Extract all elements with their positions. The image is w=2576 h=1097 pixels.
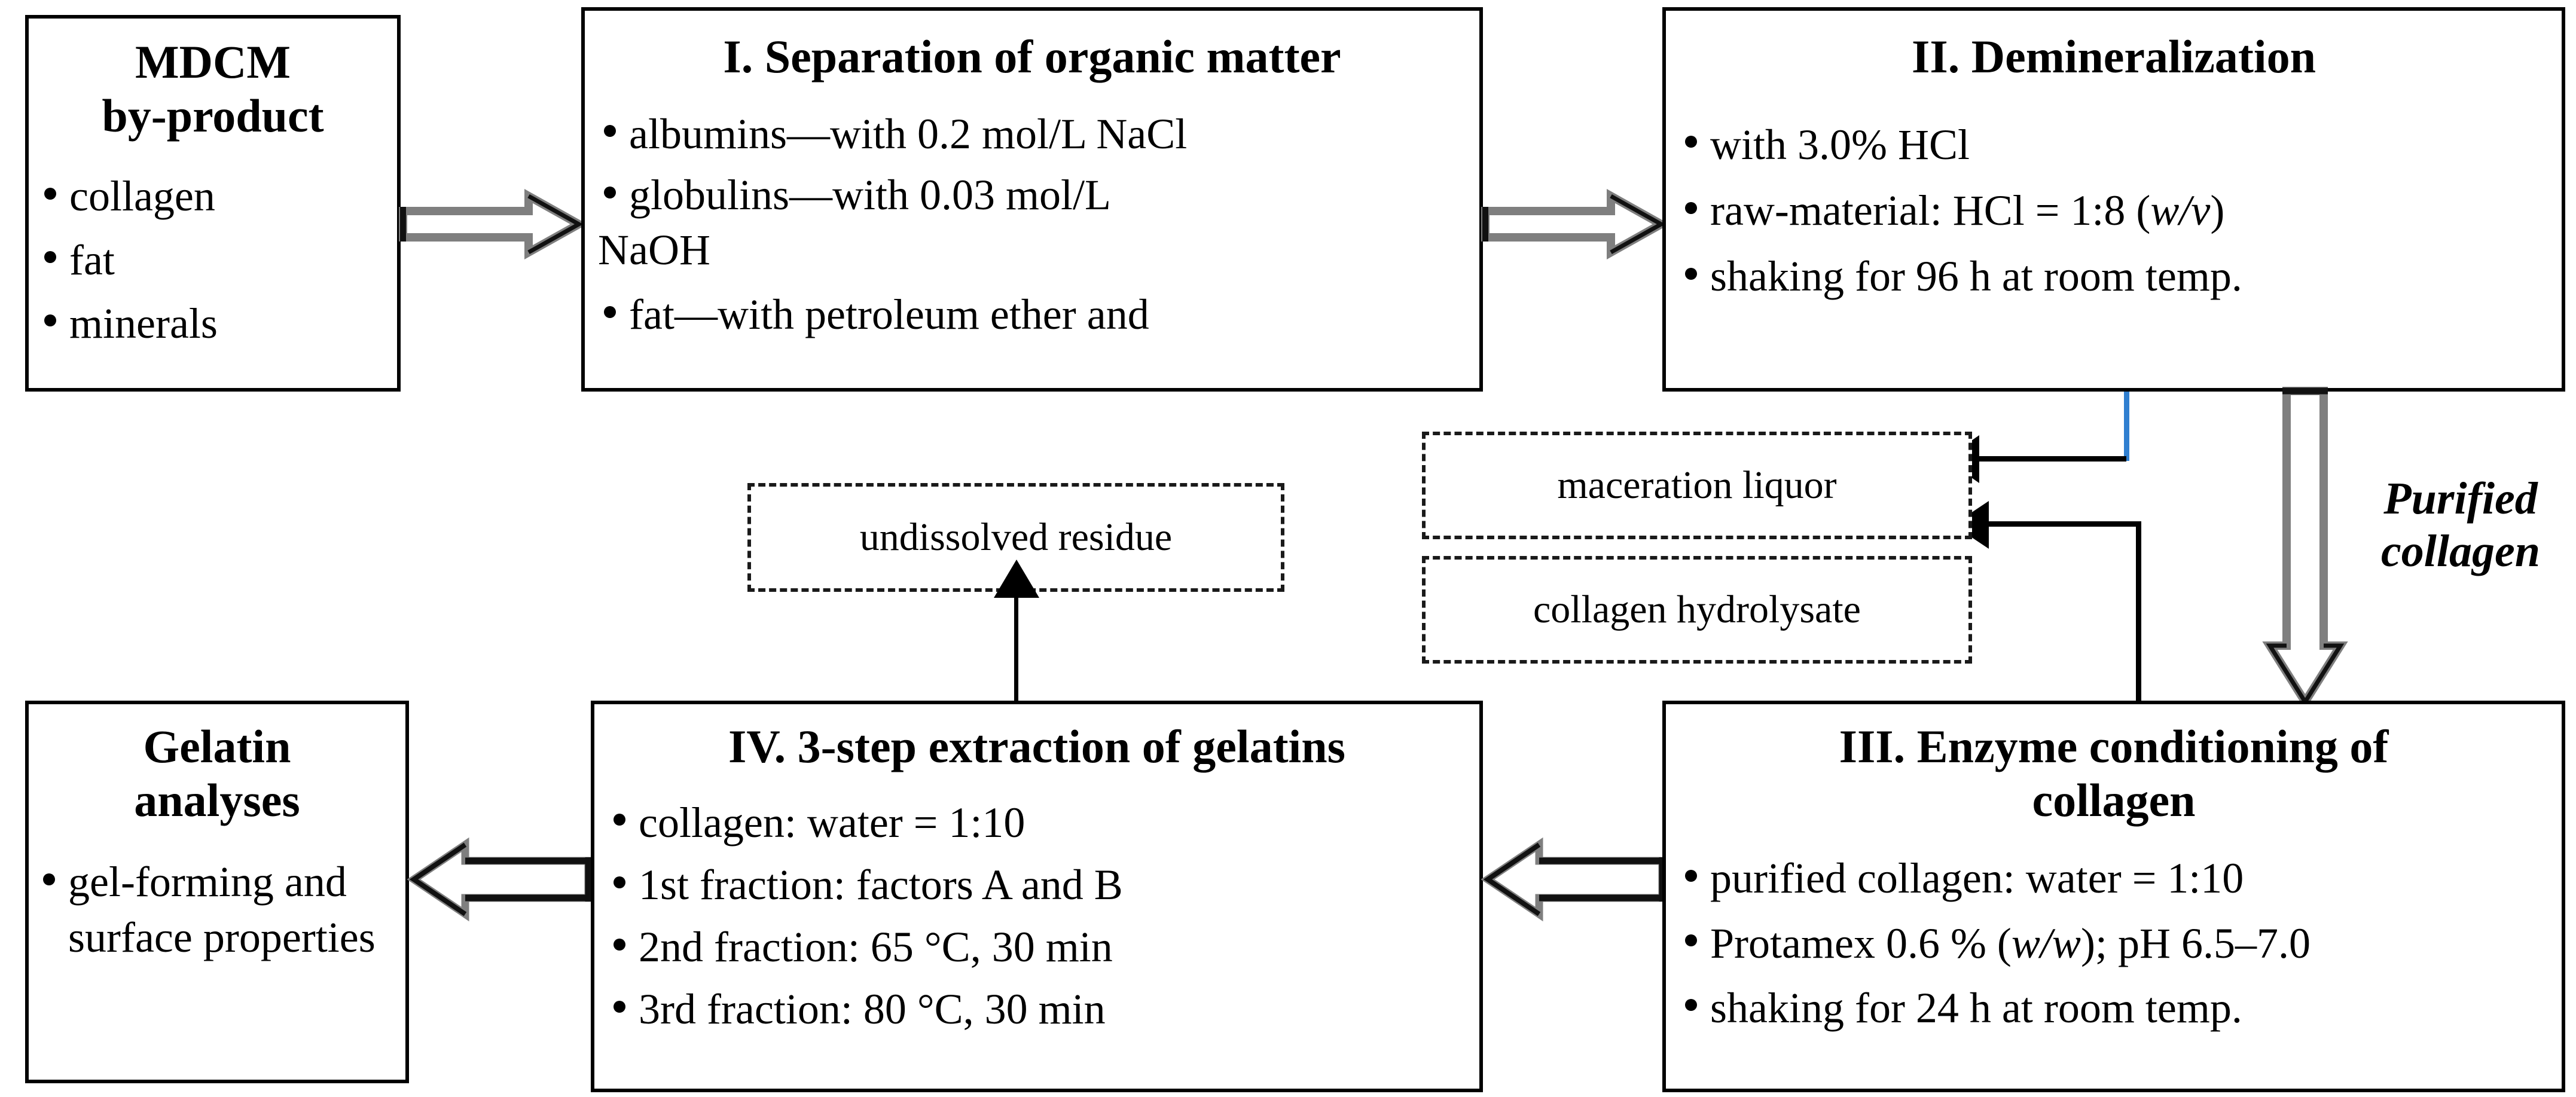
- list-item: fat: [38, 233, 397, 288]
- bullet-icon: [44, 314, 56, 327]
- bullet-icon: [614, 814, 625, 826]
- list-item: collagen: [38, 169, 397, 224]
- bullet-icon: [614, 876, 625, 888]
- step3-title-line2: collagen: [2032, 774, 2196, 826]
- connector-step3-vertical: [2136, 521, 2141, 701]
- arrowhead-to-undissolved-residue: [994, 560, 1039, 598]
- gelatin-title-line1: Gelatin: [143, 720, 291, 772]
- arrow-step3-to-step4: [1481, 828, 1667, 931]
- connector-step4-to-undissolved-residue: [1014, 598, 1018, 704]
- list-item-label: shaking for 24 h at room temp.: [1710, 983, 2242, 1032]
- maceration-liquor-label: maceration liquor: [1557, 463, 1837, 507]
- arrow-step4-to-gelatin: [407, 828, 593, 931]
- list-item-label: 1st fraction: factors A and B: [639, 860, 1123, 909]
- bullet-icon: [604, 186, 616, 198]
- list-item: 1st fraction: factors A and B: [608, 857, 1479, 912]
- bullet-icon: [1685, 870, 1697, 882]
- step2-title: II. Demineralization: [1912, 30, 2316, 82]
- node-collagen-hydrolysate: collagen hydrolysate: [1422, 556, 1972, 664]
- list-item-label: minerals: [69, 299, 218, 347]
- list-item: with 3.0% HCl: [1679, 117, 2562, 172]
- step4-title: IV. 3-step extraction of gelatins: [728, 720, 1345, 772]
- arrow-step1-to-step2: [1481, 189, 1670, 259]
- list-item-label: shaking for 96 h at room temp.: [1710, 252, 2242, 300]
- list-item-label: Protamex 0.6 % (w/w); pH 6.5–7.0: [1710, 919, 2311, 967]
- mdcm-title-line1: MDCM: [135, 36, 291, 88]
- bullet-icon: [44, 188, 56, 200]
- arrow-mdcm-to-step1: [399, 189, 588, 259]
- bullet-icon: [1685, 201, 1697, 214]
- purified-collagen-line1: Purified: [2383, 473, 2538, 524]
- node-gelatin-analyses: Gelatin analyses gel-forming and surface…: [25, 701, 409, 1083]
- gelatin-title: Gelatin analyses: [29, 720, 405, 827]
- bullet-icon: [44, 251, 56, 264]
- list-item: collagen: water = 1:10: [608, 795, 1479, 850]
- bullet-icon: [614, 1000, 625, 1013]
- undissolved-residue-label: undissolved residue: [859, 515, 1173, 559]
- mdcm-title: MDCM by-product: [29, 35, 397, 142]
- step1-item-list: albumins—with 0.2 mol/L NaCl globulins—w…: [585, 106, 1479, 222]
- list-item: minerals: [38, 296, 397, 351]
- step3-title: III. Enzyme conditioning of collagen: [1666, 720, 2562, 827]
- connector-step3-to-hydrolysate-horizontal: [1986, 521, 2141, 527]
- list-item-label: with 3.0% HCl: [1710, 120, 1970, 169]
- node-demineralization: II. Demineralization with 3.0% HCl raw-m…: [1662, 7, 2565, 392]
- bullet-icon: [1685, 934, 1697, 947]
- gelatin-title-line2: analyses: [134, 774, 300, 826]
- step3-title-line1: III. Enzyme conditioning of: [1839, 720, 2389, 772]
- list-item-label: globulins—with 0.03 mol/L: [629, 170, 1112, 219]
- list-item-label: fat—with petroleum ether and: [629, 291, 1149, 339]
- list-item-label: collagen: water = 1:10: [639, 798, 1025, 847]
- gelatin-item-list: gel-forming and surface properties: [29, 854, 405, 964]
- step1-item-list-2: fat—with petroleum ether and: [585, 287, 1479, 342]
- node-maceration-liquor: maceration liquor: [1422, 432, 1972, 539]
- list-item: shaking for 96 h at room temp.: [1679, 249, 2562, 304]
- mdcm-item-list: collagen fat minerals: [29, 169, 397, 350]
- bullet-icon: [604, 305, 616, 318]
- step1-continuation: NaOH: [598, 226, 710, 274]
- bullet-icon: [1685, 267, 1697, 280]
- bullet-icon: [614, 938, 625, 951]
- list-item: gel-forming and surface properties: [37, 854, 405, 964]
- list-item-label: purified collagen: water = 1:10: [1710, 854, 2244, 903]
- collagen-hydrolysate-label: collagen hydrolysate: [1533, 588, 1861, 631]
- bullet-icon: [1685, 999, 1697, 1012]
- list-item: shaking for 24 h at room temp.: [1679, 980, 2562, 1035]
- list-item: fat—with petroleum ether and: [598, 287, 1479, 342]
- list-item-label: 3rd fraction: 80 °C, 30 min: [639, 985, 1106, 1034]
- step4-item-list: collagen: water = 1:10 1st fraction: fac…: [594, 795, 1479, 1037]
- list-item: purified collagen: water = 1:10: [1679, 851, 2562, 906]
- mdcm-title-line2: by-product: [102, 89, 324, 142]
- list-item-label: fat: [69, 236, 115, 284]
- list-item-label: gel-forming and surface properties: [68, 858, 376, 961]
- list-item-label: albumins—with 0.2 mol/L NaCl: [629, 109, 1188, 158]
- list-item: Protamex 0.6 % (w/w); pH 6.5–7.0: [1679, 916, 2562, 971]
- list-item-label: collagen: [69, 172, 215, 221]
- arrow-purified-collagen: [2262, 387, 2348, 710]
- edge-label-purified-collagen: Purified collagen: [2350, 472, 2571, 577]
- step2-item-list: with 3.0% HCl raw-material: HCl = 1:8 (w…: [1666, 117, 2562, 304]
- step1-title: I. Separation of organic matter: [723, 30, 1341, 82]
- list-item: 2nd fraction: 65 °C, 30 min: [608, 919, 1479, 974]
- node-mdcm-by-product: MDCM by-product collagen fat minerals: [25, 15, 401, 392]
- bullet-icon: [1685, 136, 1697, 148]
- list-item: raw-material: HCl = 1:8 (w/v): [1679, 183, 2562, 238]
- list-item: 3rd fraction: 80 °C, 30 min: [608, 982, 1479, 1037]
- purified-collagen-line2: collagen: [2381, 526, 2540, 577]
- list-item-label: 2nd fraction: 65 °C, 30 min: [639, 923, 1113, 971]
- bullet-icon: [43, 873, 55, 886]
- step3-item-list: purified collagen: water = 1:10 Protamex…: [1666, 851, 2562, 1035]
- node-separation-of-organic-matter: I. Separation of organic matter albumins…: [581, 7, 1483, 392]
- bullet-icon: [604, 125, 616, 137]
- node-enzyme-conditioning-of-collagen: III. Enzyme conditioning of collagen pur…: [1662, 701, 2565, 1092]
- connector-step2-vertical-blue: [2124, 392, 2129, 461]
- list-item: globulins—with 0.03 mol/L: [598, 167, 1479, 222]
- list-item-label: raw-material: HCl = 1:8 (w/v): [1710, 186, 2225, 234]
- list-item: albumins—with 0.2 mol/L NaCl: [598, 106, 1479, 161]
- connector-step2-to-maceration-horizontal: [1973, 456, 2126, 462]
- node-three-step-extraction-of-gelatins: IV. 3-step extraction of gelatins collag…: [591, 701, 1483, 1092]
